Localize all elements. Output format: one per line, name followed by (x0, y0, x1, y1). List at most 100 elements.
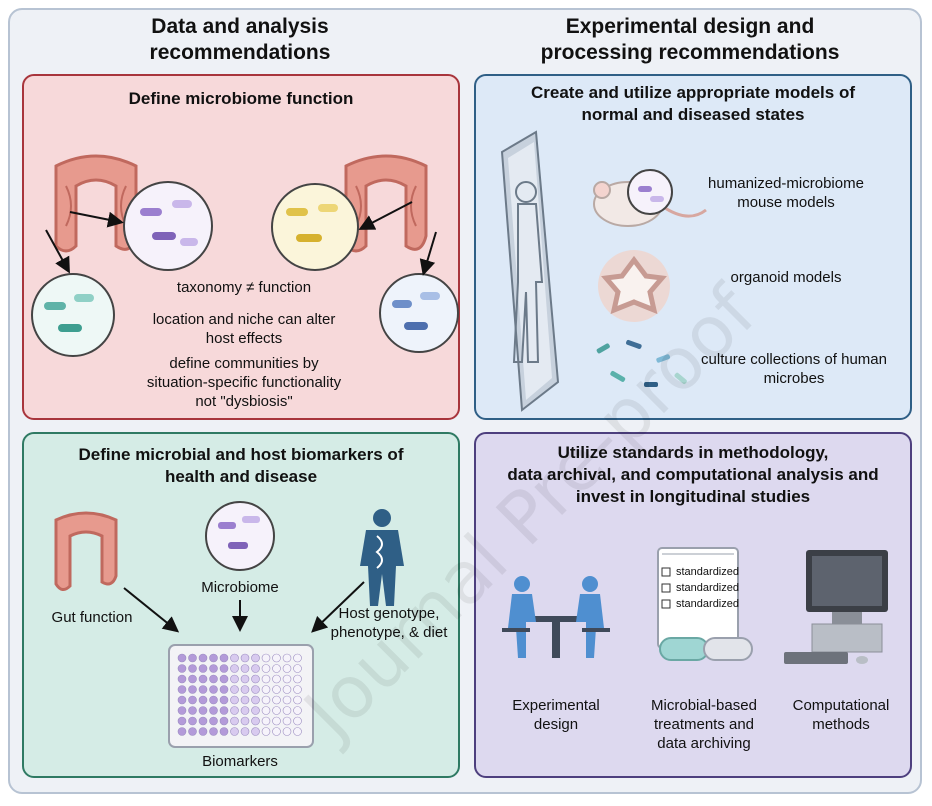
plate-well (251, 727, 260, 736)
host-label-line2: phenotype, & diet (330, 624, 448, 641)
panel-microbiome-function: Define microbiome function (22, 74, 460, 420)
plate-well (251, 674, 260, 684)
checklist-item: standardized (676, 598, 739, 610)
plate-well (272, 727, 281, 736)
location-line1: location and niche can alter (152, 311, 336, 328)
plate-well (230, 695, 239, 705)
plate-well (219, 653, 229, 663)
plate-well (240, 706, 250, 715)
human-mirror-icon (500, 130, 560, 412)
plate-well (261, 706, 271, 715)
location-line2: host effects (205, 330, 283, 347)
plate-well (188, 685, 197, 694)
checklist-item: standardized (676, 582, 739, 594)
plate-well (198, 653, 208, 663)
microbe-circle-yellow (271, 183, 359, 271)
meeting-people-icon (502, 576, 610, 658)
checklist-item: standardized (676, 566, 739, 578)
plate-well (209, 706, 218, 715)
plate-well (177, 685, 187, 694)
mouse-icon (593, 169, 707, 227)
gut-function-label: Gut function (51, 609, 133, 626)
biomarkers-title-line1: Define microbial and host biomarkers of (78, 445, 404, 464)
communities-line3: not "dysbiosis" (195, 393, 293, 410)
panel-biomarkers: Define microbial and host biomarkers of … (22, 432, 460, 778)
microbiome-circle-icon (205, 501, 275, 571)
plate-well (282, 664, 292, 673)
mouse-label-line2: mouse models (737, 194, 835, 211)
plate-well (188, 727, 197, 736)
mouse-label-line1: humanized-microbiome (708, 175, 864, 192)
plate-well (251, 695, 260, 705)
well-plate-icon (168, 644, 314, 748)
plate-well (230, 664, 239, 673)
plate-well (272, 716, 281, 726)
right-title-line2: processing recommendations (540, 41, 840, 64)
biomarkers-label: Biomarkers (202, 753, 278, 770)
function-item-location: location and niche can alter host effect… (104, 310, 384, 348)
plate-well (230, 716, 239, 726)
microbe-circle-blue (379, 273, 459, 353)
plate-well (282, 653, 292, 663)
gut-icon (54, 511, 118, 591)
plate-well (240, 653, 250, 663)
capsule-icon (659, 637, 753, 661)
plate-well (272, 674, 281, 684)
microbial-treatments-label: Microbial-based treatments and data arch… (634, 696, 774, 753)
standards-title-line1: Utilize standards in methodology, (557, 443, 829, 462)
right-title-line1: Experimental design and (565, 15, 815, 38)
plate-well (282, 695, 292, 705)
computer-icon (784, 550, 888, 664)
plate-well (293, 695, 302, 705)
plate-well (219, 695, 229, 705)
plate-well (251, 685, 260, 694)
host-label-line1: Host genotype, (338, 605, 440, 622)
plate-well (261, 664, 271, 673)
microbe-circle-teal (31, 273, 115, 357)
plate-well (272, 685, 281, 694)
plate-well (188, 653, 197, 663)
plate-well (240, 664, 250, 673)
communities-line1: define communities by (169, 355, 319, 372)
culture-label-line1: culture collections of human (701, 351, 887, 368)
plate-well (251, 716, 260, 726)
left-column-title: Data and analysis recommendations (90, 14, 390, 66)
model-mouse-label: humanized-microbiome mouse models (686, 174, 886, 212)
function-item-communities: define communities by situation-specific… (104, 354, 384, 411)
plate-well (261, 674, 271, 684)
model-culture-label: culture collections of human microbes (684, 350, 904, 388)
plate-well (209, 664, 218, 673)
plate-well (188, 674, 197, 684)
plate-well (209, 716, 218, 726)
left-title-line1: Data and analysis (151, 15, 329, 38)
plate-well (293, 653, 302, 663)
plate-well (198, 695, 208, 705)
panel-function-title: Define microbiome function (128, 89, 354, 108)
microbes-culture-icon (596, 339, 687, 387)
plate-well (230, 653, 239, 663)
plate-well (219, 685, 229, 694)
plate-well (230, 706, 239, 715)
plate-well (198, 716, 208, 726)
plate-well (272, 664, 281, 673)
plate-well (219, 674, 229, 684)
plate-well (282, 706, 292, 715)
plate-well (219, 706, 229, 715)
plate-well (198, 727, 208, 736)
plate-well (251, 706, 260, 715)
plate-well (188, 695, 197, 705)
plate-well (198, 664, 208, 673)
standards-title-line2: data archival, and computational analysi… (507, 465, 879, 484)
comp-label-line1: Computational (792, 697, 890, 714)
model-organoid-label: organoid models (730, 269, 842, 286)
plate-well (198, 674, 208, 684)
standards-title-line3: invest in longitudinal studies (575, 487, 811, 506)
computational-methods-label: Computational methods (776, 696, 906, 734)
plate-well (261, 653, 271, 663)
plate-well (209, 653, 218, 663)
plate-well (293, 716, 302, 726)
plate-well (209, 727, 218, 736)
culture-label-line2: microbes (763, 370, 825, 387)
plate-well (219, 664, 229, 673)
comp-label-line2: methods (812, 716, 870, 733)
